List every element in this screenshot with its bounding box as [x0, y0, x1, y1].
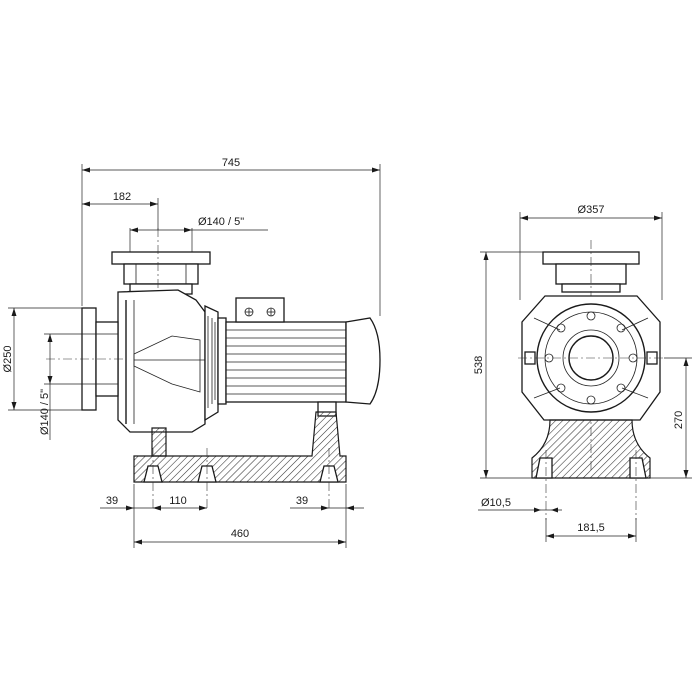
label-base-edge-left: 39 [106, 495, 118, 507]
label-base-length: 460 [231, 528, 249, 540]
dimension-overall-length [81, 164, 381, 316]
side-view: 745 182 Ø140 / 5" Ø250 [2, 157, 381, 548]
label-base-edge-right: 39 [296, 495, 308, 507]
label-discharge-flange: Ø140 / 5" [198, 216, 244, 228]
dimension-suction-flange [44, 333, 96, 440]
dimension-base-hole-spacing [153, 505, 207, 511]
front-foot-right [629, 457, 647, 479]
dimension-shaft-height [650, 357, 692, 479]
discharge-flange [111, 228, 211, 300]
suction-flange [46, 307, 124, 411]
label-inlet-offset: 182 [113, 191, 131, 203]
label-overall-length: 745 [222, 157, 240, 169]
front-foot-left [535, 457, 553, 479]
label-suction-outer: Ø250 [2, 346, 14, 373]
front-volute [518, 295, 664, 421]
dimension-base-edge-left [100, 484, 161, 548]
front-discharge-flange [542, 240, 640, 470]
dimension-suction-outer [8, 307, 82, 411]
dimension-overall-height [480, 251, 543, 479]
motor [217, 297, 381, 417]
dimension-flange-diameter [519, 212, 663, 300]
label-overall-height: 538 [473, 356, 485, 374]
pump-support [151, 427, 167, 457]
dimension-inlet-offset [82, 198, 159, 230]
dimension-mount-width [545, 518, 637, 542]
front-view: Ø357 538 270 Ø10,5 [473, 204, 692, 542]
dimension-base-edge-right [290, 484, 364, 548]
label-flange-diameter: Ø357 [578, 204, 605, 216]
dimension-mount-hole [478, 507, 562, 513]
label-base-hole-spacing: 110 [169, 495, 187, 507]
label-mount-width: 181,5 [577, 522, 605, 534]
base-frame [133, 411, 347, 510]
label-suction-flange: Ø140 / 5" [39, 389, 51, 435]
dimension-base-length [134, 539, 346, 545]
dimension-discharge-flange [129, 227, 268, 252]
label-mount-hole: Ø10,5 [481, 497, 511, 509]
pump-housing [117, 289, 219, 433]
label-shaft-height: 270 [673, 411, 685, 429]
